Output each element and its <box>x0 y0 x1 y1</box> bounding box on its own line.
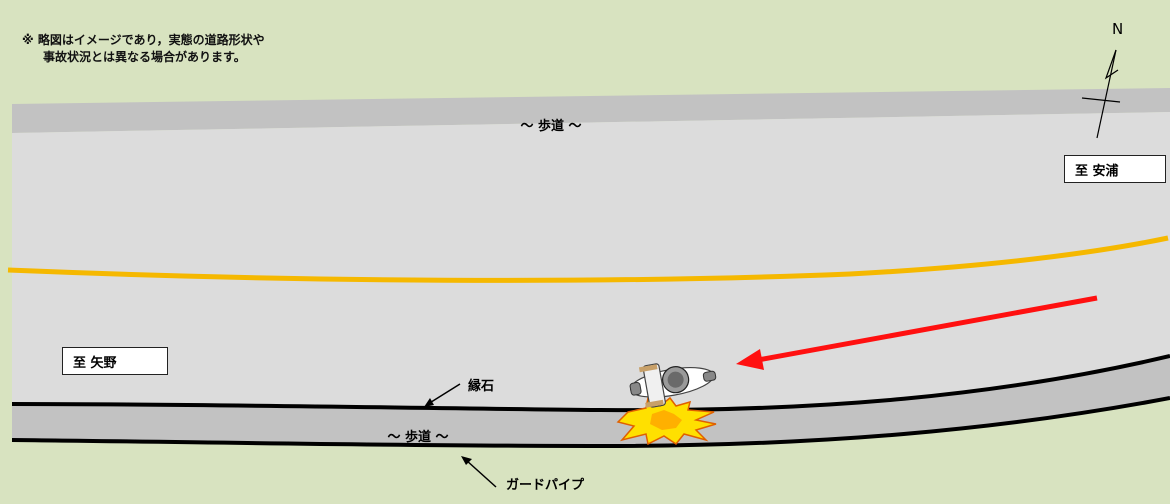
sidewalk-top-label: ～ 歩道 ～ <box>520 118 581 134</box>
destination-right-box: 至 安浦 <box>1064 155 1166 183</box>
guardpipe-label: ガードパイプ <box>506 478 585 493</box>
sidewalk-bottom <box>12 356 1170 446</box>
curb-pointer <box>427 383 461 405</box>
disclaimer-line-1: ※ 略図はイメージであり，実態の道路形状や <box>22 33 265 47</box>
guardpipe-line <box>11 396 1170 449</box>
curb-label: 縁石 <box>468 378 494 394</box>
disclaimer-note: ※ 略図はイメージであり，実態の道路形状や 事故状況とは異なる場合があります。 <box>22 32 265 66</box>
north-compass-icon: N <box>1081 20 1123 139</box>
guardpipe-pointer-head <box>461 456 472 465</box>
travel-direction-arrow <box>757 295 1098 363</box>
sidewalk-bottom-label: ～ 歩道 ～ <box>387 429 448 445</box>
impact-burst-core <box>650 410 682 430</box>
motorcycle-icon <box>629 363 717 408</box>
center-line <box>7 235 1169 283</box>
curb-line <box>11 354 1170 413</box>
curb-pointer-head <box>424 398 434 407</box>
guardpipe-pointer <box>465 459 497 488</box>
compass-north-label: N <box>1112 20 1123 38</box>
destination-left-box: 至 矢野 <box>62 347 168 375</box>
disclaimer-line-2: 事故状況とは異なる場合があります。 <box>43 50 246 64</box>
travel-direction-arrowhead <box>736 349 764 370</box>
sidewalk-top <box>12 88 1170 133</box>
